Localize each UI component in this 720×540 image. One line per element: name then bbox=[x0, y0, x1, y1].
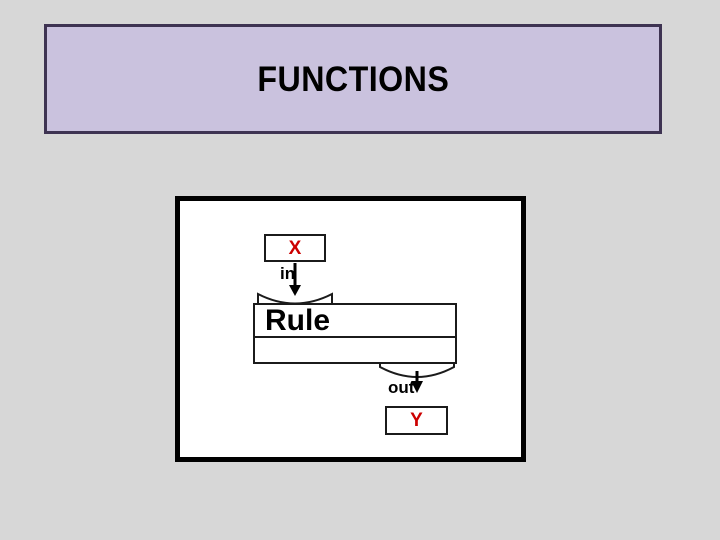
rule-box: Rule bbox=[253, 303, 457, 364]
title-banner: FUNCTIONS bbox=[44, 24, 662, 134]
rule-divider bbox=[255, 336, 455, 338]
output-variable-box: Y bbox=[385, 406, 448, 435]
in-label: in bbox=[280, 264, 296, 283]
input-funnel-icon bbox=[257, 292, 333, 305]
function-machine-diagram: X in Rule out Y bbox=[175, 196, 526, 462]
flow-connectors bbox=[257, 263, 455, 393]
input-variable-box: X bbox=[264, 234, 326, 262]
input-variable-label: X bbox=[288, 237, 302, 259]
out-label: out bbox=[388, 378, 415, 397]
diagram-canvas: X in Rule out Y bbox=[180, 201, 521, 457]
page-title: FUNCTIONS bbox=[257, 59, 449, 99]
out-arrow-head bbox=[411, 381, 423, 393]
output-funnel-icon bbox=[379, 361, 455, 378]
in-arrow-head bbox=[289, 285, 301, 296]
rule-label: Rule bbox=[265, 304, 331, 337]
output-variable-label: Y bbox=[410, 410, 423, 431]
